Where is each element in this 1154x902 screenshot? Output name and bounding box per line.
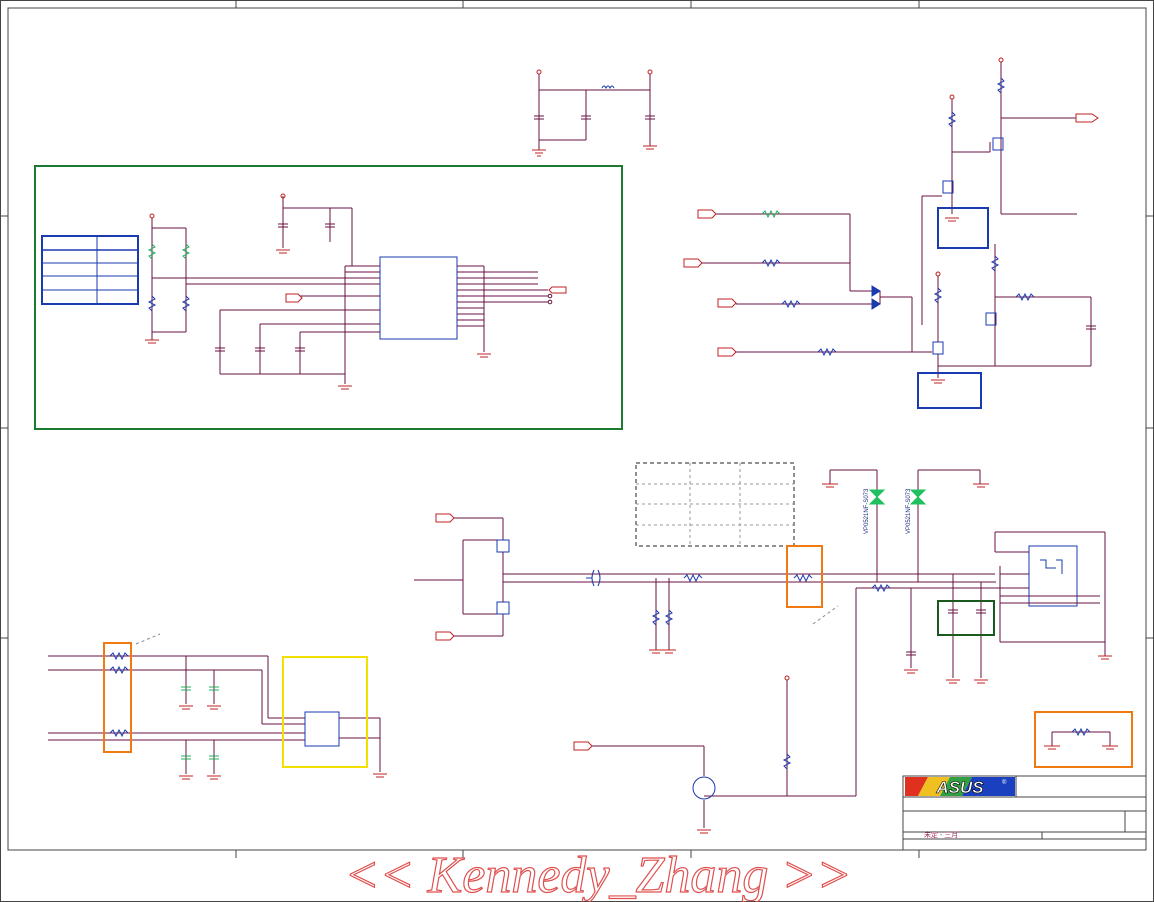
sheet-inner-border — [7, 7, 1147, 851]
orange-highlight-box-1 — [786, 545, 823, 608]
watermark: << Kennedy_Zhang >> — [344, 846, 852, 902]
dashed-option-table — [635, 462, 795, 547]
watermark-text: << Kennedy_Zhang >> — [344, 847, 851, 902]
zone-ticks — [0, 0, 1154, 858]
power-switch-block — [683, 57, 1099, 384]
orange-highlight-box-3 — [1034, 711, 1133, 768]
green-highlight-box — [34, 165, 623, 430]
gnd-bridge-resistor — [1044, 727, 1118, 750]
asus-logo-text: ASUS — [935, 778, 984, 797]
strap-resistors — [145, 213, 380, 344]
tvs-diode-2-label: VP0521NF-S073 — [906, 488, 912, 534]
config-table — [41, 235, 139, 305]
yellow-highlight-box — [282, 656, 368, 768]
blue-highlight-box-1 — [937, 207, 989, 249]
asus-registered-mark: ® — [1002, 779, 1007, 786]
input-filter-block — [532, 69, 657, 157]
blue-highlight-box-2 — [917, 372, 982, 409]
termination-block — [48, 633, 387, 780]
dark-green-highlight-box — [937, 600, 995, 636]
asus-logo: ASUS ® — [905, 777, 1015, 797]
title-block-footer-text: 未定 - 三月 — [924, 830, 958, 839]
orange-highlight-box-2 — [103, 642, 132, 753]
signal-path — [414, 469, 1112, 834]
tvs-diode-1-label: VP0521NF-S073 — [864, 488, 870, 534]
ic-main — [215, 193, 567, 390]
